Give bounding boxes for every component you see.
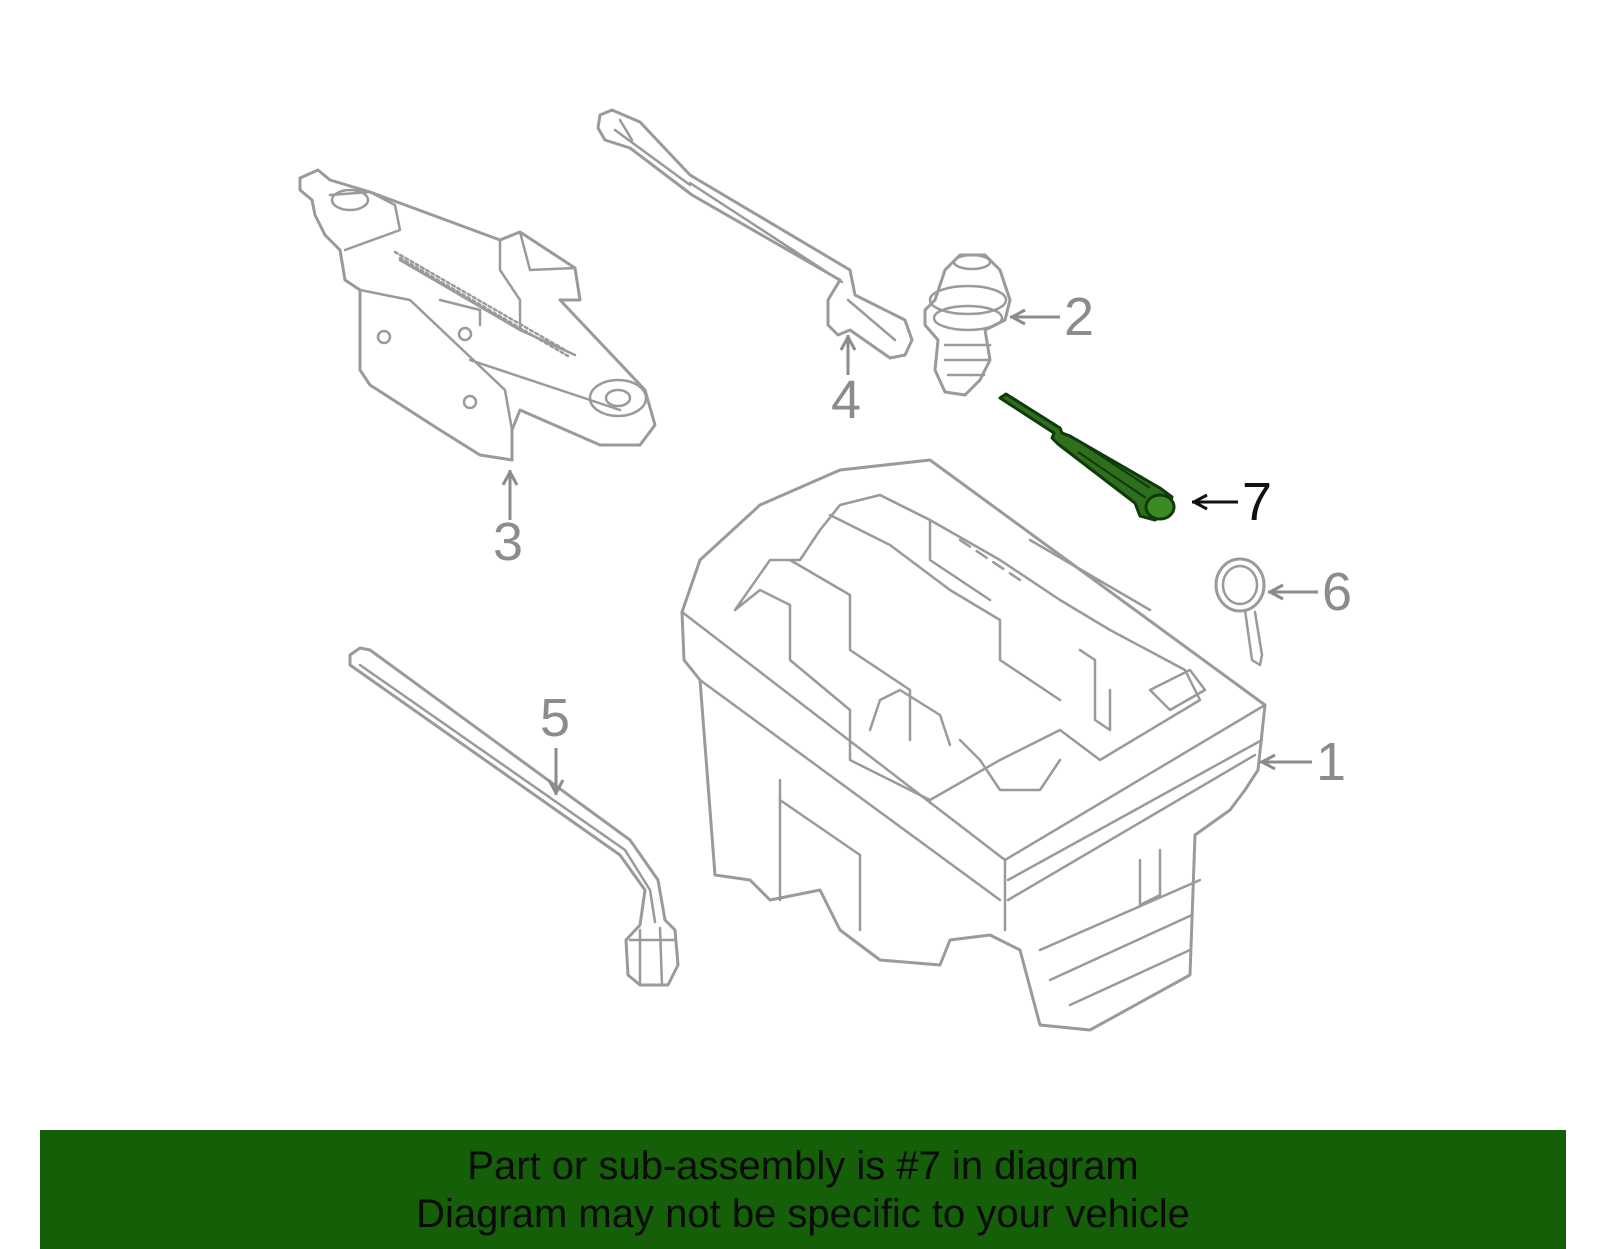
lug-wrench <box>348 646 680 987</box>
callout-1: 1 <box>1316 732 1346 792</box>
callout-3: 3 <box>493 512 523 572</box>
callout-2: 2 <box>1064 287 1094 347</box>
jack-handle <box>596 108 914 360</box>
callout-4: 4 <box>831 370 861 430</box>
banner-line-part-number: Part or sub-assembly is #7 in diagram <box>467 1144 1139 1188</box>
scissor-jack <box>298 168 657 462</box>
callout-leaders <box>501 308 1318 795</box>
callout-7: 7 <box>1242 472 1272 532</box>
tool-tray <box>680 458 1267 1032</box>
spare-tire-bolt <box>923 253 1012 397</box>
banner-line-disclaimer: Diagram may not be specific to your vehi… <box>416 1192 1190 1236</box>
info-banner: Part or sub-assembly is #7 in diagram Di… <box>40 1130 1566 1249</box>
callout-6: 6 <box>1322 562 1352 622</box>
ring-hook <box>1214 557 1266 667</box>
callout-5: 5 <box>540 688 570 748</box>
screwdriver-part-7 <box>998 392 1176 522</box>
